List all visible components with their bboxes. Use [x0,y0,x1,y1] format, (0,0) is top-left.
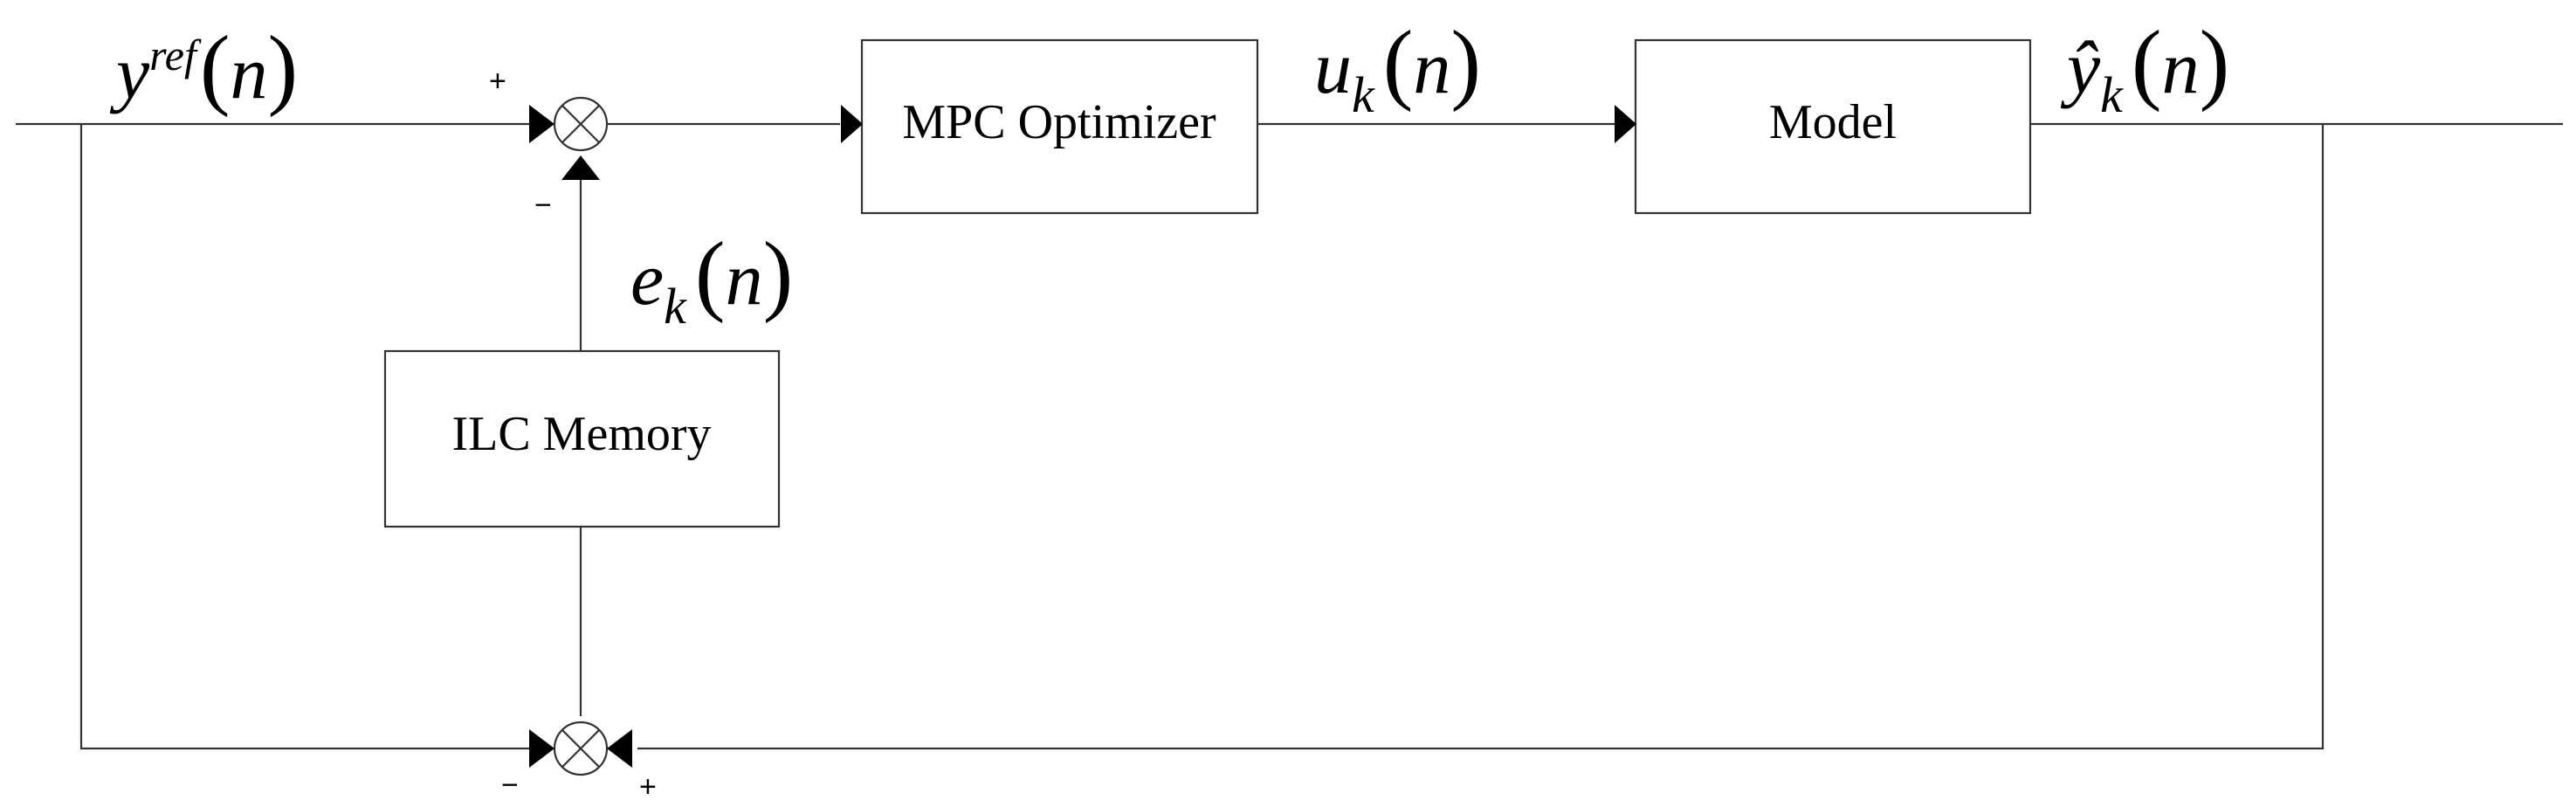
sign-bottom-left: − [501,769,519,802]
mpc-optimizer-block [860,38,1259,215]
reference-signal-label: yref(n) [109,17,298,118]
top-summing-junction [553,96,609,152]
ilc-memory-block [383,349,781,528]
output-estimate-label: ŷk(n) [2060,12,2229,123]
model-block [1634,38,2032,215]
arrow-into-bottom-junction-left [529,729,554,768]
mpc-optimizer-label: MPC Optimizer [902,95,1216,149]
arrow-into-top-junction-bottom [561,155,600,180]
arrow-into-mpc [841,105,863,143]
error-signal-label: ek(n) [630,224,793,335]
control-input-label: uk(n) [1314,12,1481,123]
output-feedback-line [637,124,2325,750]
bottom-summing-junction [553,721,609,776]
sign-top-left: + [489,65,506,98]
sign-top-bottom: − [534,189,552,222]
model-label: Model [1769,95,1897,149]
arrow-into-top-junction-left [529,105,554,143]
reference-branch-line [79,124,538,750]
arrow-into-model [1615,105,1636,143]
ilc-memory-label: ILC Memory [451,407,711,461]
arrow-into-bottom-junction-right [607,729,632,768]
sign-bottom-right: + [639,770,657,804]
